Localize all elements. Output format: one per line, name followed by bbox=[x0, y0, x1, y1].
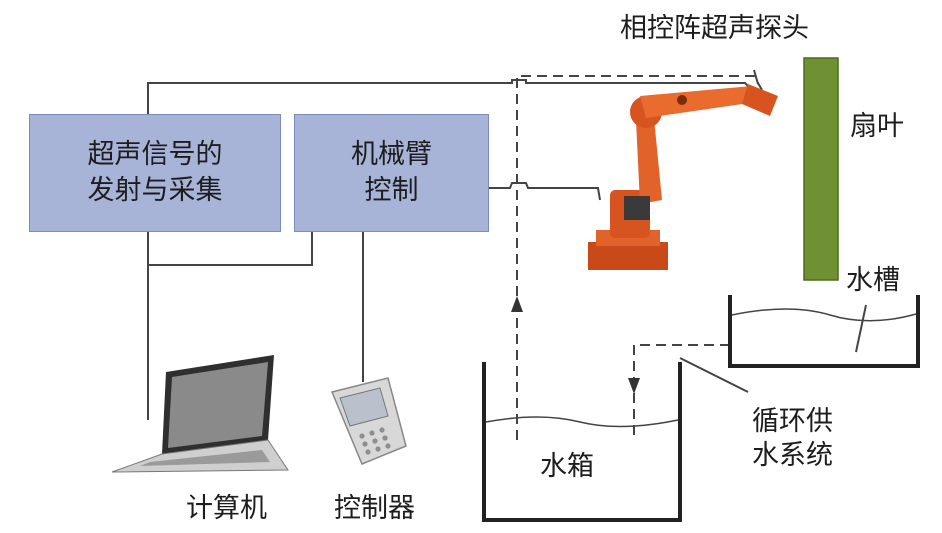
tank-water-surface bbox=[485, 416, 679, 428]
fan-blade bbox=[803, 57, 839, 281]
tank-label: 水箱 bbox=[540, 451, 594, 482]
wire-trough-leader bbox=[855, 304, 867, 353]
signal-wires bbox=[147, 79, 867, 420]
arm-control-box: 机械臂 控制 bbox=[294, 114, 489, 232]
flow-down-arrow bbox=[628, 378, 640, 394]
arm-control-line1: 机械臂 bbox=[351, 139, 432, 170]
laptop-icon bbox=[111, 355, 289, 473]
signal-acquisition-line1: 超声信号的 bbox=[87, 139, 223, 170]
water-trough bbox=[728, 295, 920, 368]
flow-trough-to-tank bbox=[633, 344, 730, 440]
wire-acq-to-probe bbox=[147, 79, 759, 114]
computer-label: 计算机 bbox=[186, 493, 267, 524]
flow-up-arrow bbox=[511, 296, 523, 312]
signal-acquisition-box: 超声信号的 发射与采集 bbox=[29, 114, 281, 232]
controller-label: 控制器 bbox=[334, 493, 415, 524]
trough-water-surface bbox=[731, 308, 917, 322]
circulation-line2: 水系统 bbox=[752, 440, 833, 471]
trough-label: 水槽 bbox=[846, 265, 900, 296]
water-tank bbox=[482, 362, 682, 522]
blade-label: 扇叶 bbox=[850, 111, 904, 142]
arm-control-line2: 控制 bbox=[364, 175, 419, 206]
handheld-controller-icon bbox=[330, 377, 407, 465]
wire-circulation-leader bbox=[679, 357, 749, 393]
wire-arm-to-robot bbox=[488, 182, 601, 201]
wire-acq-to-arm bbox=[147, 230, 313, 266]
signal-acquisition-line2: 发射与采集 bbox=[87, 175, 223, 206]
circulation-system-label: 循环供 水系统 bbox=[752, 405, 833, 473]
robot-arm bbox=[588, 69, 778, 270]
circulation-line1: 循环供 bbox=[752, 406, 833, 437]
probe-label: 相控阵超声探头 bbox=[620, 13, 809, 44]
